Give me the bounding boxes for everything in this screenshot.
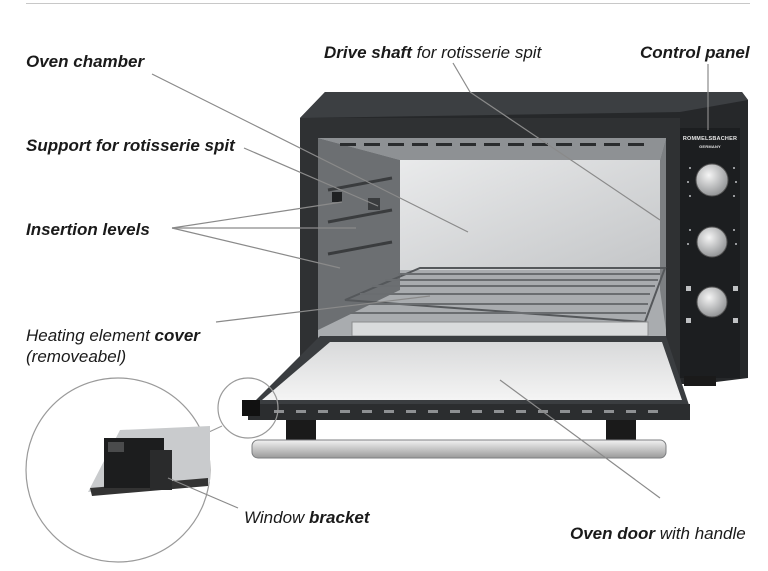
temperature-knob[interactable] [696,226,728,258]
top-divider-line [26,3,750,4]
label-insertion-levels: Insertion levels [26,220,150,239]
label-heating-removable: (removeabel) [26,347,127,366]
timer-knob[interactable] [695,163,729,197]
label-heating-element: Heating element cover [26,326,200,345]
brand-sub: GERMANY [699,144,721,149]
zoom-detail [25,377,279,563]
label-control-panel: Control panel [640,43,750,62]
oven-door [242,336,690,459]
label-window-bracket: Window bracket [244,508,370,527]
oven-chamber [318,138,667,343]
label-oven-door: Oven door with handle [570,524,746,543]
label-support-spit: Support for rotisserie spit [26,136,235,155]
door-handle [251,439,667,459]
function-knob[interactable] [696,286,728,318]
label-drive-shaft: Drive shaft for rotisserie spit [324,43,542,62]
label-oven-chamber: Oven chamber [26,52,145,71]
leader-lines [151,62,709,509]
brand-name: ROMMELSBACHER [683,136,737,142]
control-panel: ROMMELSBACHER GERMANY [680,128,740,378]
